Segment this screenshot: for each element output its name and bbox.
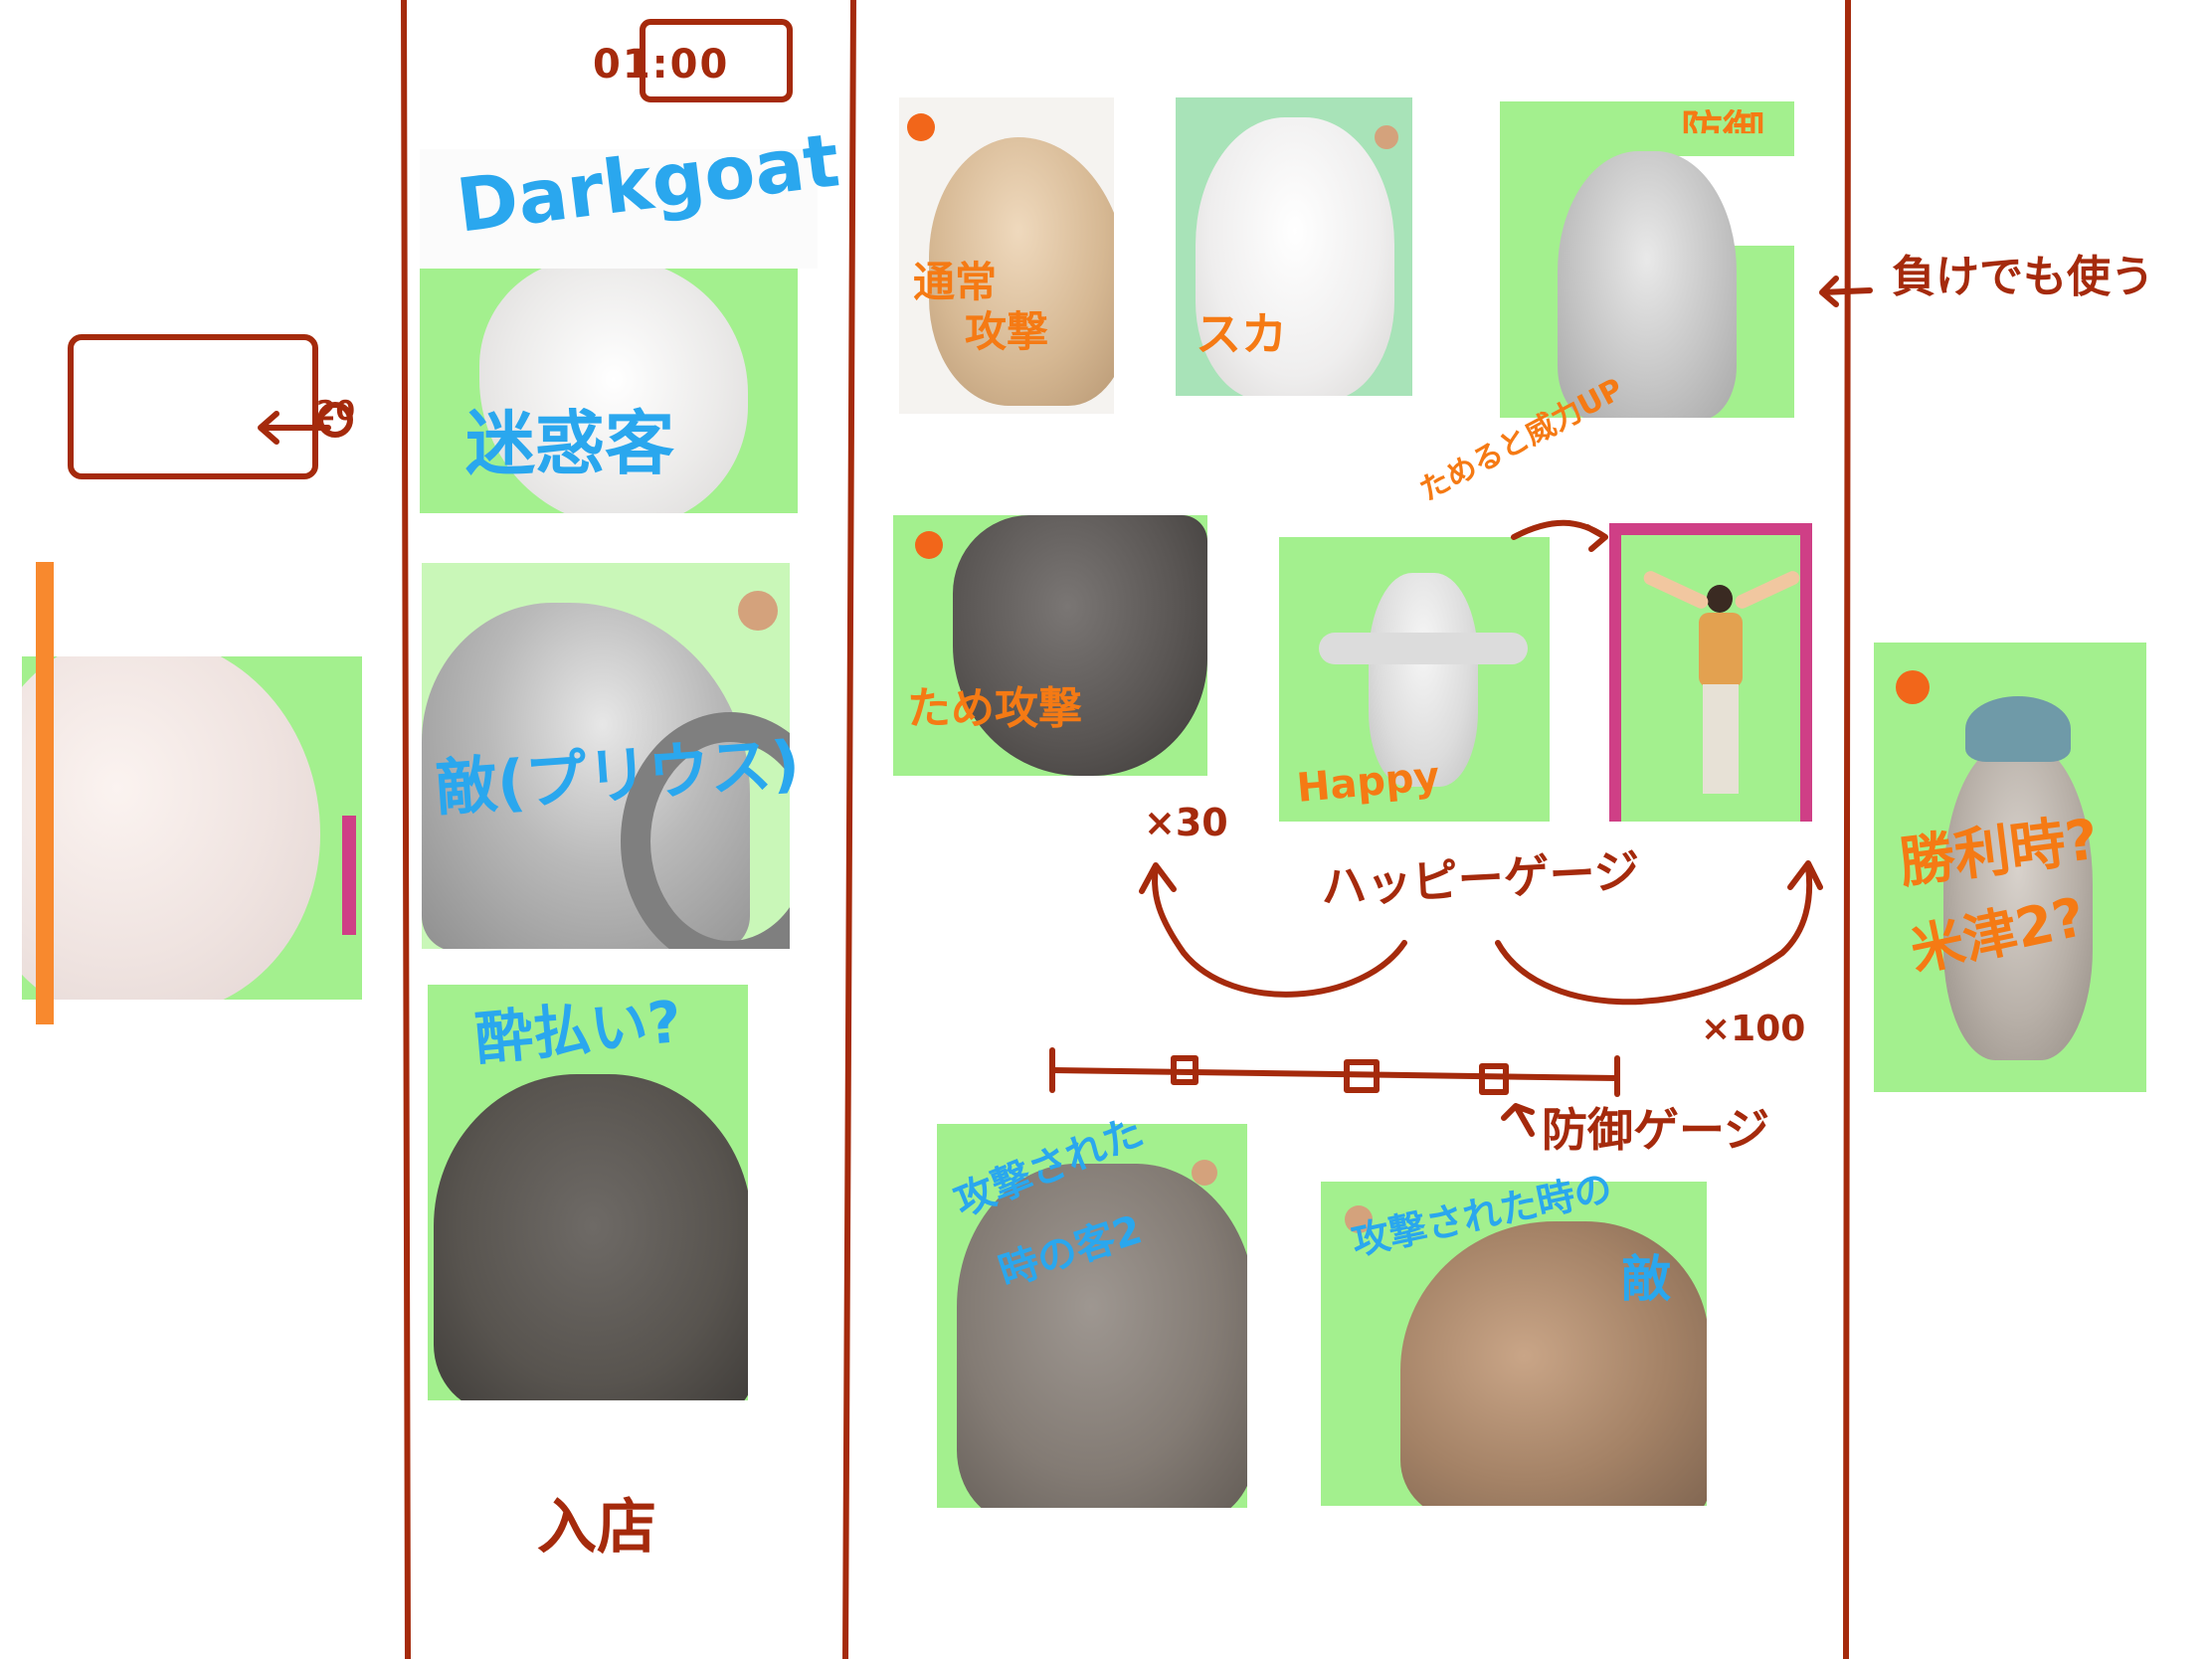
orange-dot [1896, 670, 1930, 704]
defense-gauge-line [1049, 1067, 1620, 1081]
action-card-miss [1176, 97, 1412, 396]
brown-dot [738, 591, 778, 631]
use-on-loss-note: 負けでも使う [1892, 252, 2154, 302]
brown-dot [1345, 1205, 1373, 1233]
multiplier-x30: ×30 [1144, 801, 1228, 844]
gauge-tick-1 [1171, 1055, 1198, 1085]
orange-bar [36, 562, 54, 1024]
tabby-cat-photo [1558, 151, 1737, 418]
defense-gauge-arrow [1501, 1103, 1535, 1137]
action-card-hit-customer-2 [937, 1124, 1247, 1508]
cat-with-hat-photo [1943, 742, 2093, 1060]
customer-card-darkgoat [420, 269, 798, 513]
pink-edge [342, 816, 356, 935]
enter-store-label: 入店 [537, 1493, 656, 1563]
box-arrow [258, 411, 331, 445]
person-body [1699, 613, 1743, 687]
brown-dot [1192, 1160, 1217, 1186]
use-on-loss-arrow [1819, 276, 1873, 307]
person-legs [1703, 684, 1739, 794]
normal-attack-label-2: 攻撃 [965, 307, 1049, 356]
action-card-charge-attack [893, 515, 1207, 776]
right-panel: 負けでも使う 勝利時? 米津2? [1850, 0, 2212, 1659]
action-card-defense [1500, 101, 1794, 418]
customer-column: Darkgoat 迷惑客 敵(プリウス) 酔払い? 入店 [398, 0, 855, 1659]
box-counter-text: 20 [316, 394, 355, 427]
cat-photo [929, 137, 1114, 406]
action-area: 通常 攻撃 スカ 防御 ため攻撃 Happy 攻撃された 時の客2 [855, 0, 1850, 1659]
divider-middle [842, 0, 856, 1659]
calico-cat-photo [1400, 1221, 1707, 1506]
defense-gauge-label: 防御ゲージ [1542, 1103, 1770, 1157]
nuisance-customer-label: 迷惑客 [465, 403, 674, 484]
tabby-cat-lying-photo [957, 1164, 1247, 1508]
white-strip [420, 149, 818, 269]
divider-right [1843, 0, 1851, 1659]
divider-left [401, 0, 411, 1659]
left-panel [0, 0, 398, 1659]
dancing-cat-photo [1369, 573, 1478, 787]
white-cat-photo [1196, 117, 1394, 396]
action-card-hit-enemy [1321, 1182, 1707, 1506]
empty-box-sketch [68, 334, 318, 479]
dark-cat-photo [434, 1074, 748, 1400]
cat-arms [1319, 633, 1528, 664]
orange-dot [915, 531, 943, 559]
person-head [1707, 585, 1733, 613]
miss-label: スカ [1196, 307, 1287, 361]
goat-photo [479, 269, 748, 513]
gauge-tick-3 [1479, 1063, 1509, 1095]
happy-arrow-left-head [1139, 862, 1177, 894]
special-card-person [1609, 523, 1812, 822]
multiplier-x100: ×100 [1701, 1009, 1806, 1049]
partial-customer-card [22, 656, 362, 1000]
cat-photo-closeup [22, 656, 320, 1000]
timer-badge-box [640, 19, 793, 102]
customer-card-prius [422, 563, 790, 949]
charge-attack-label: ため攻撃 [907, 683, 1082, 734]
victory-card [1874, 643, 2146, 1092]
happy-arrow-right [1495, 864, 1813, 1006]
black-cat-photo [953, 515, 1207, 776]
happy-arrow-left [1152, 864, 1407, 998]
counter-circle [317, 402, 353, 438]
action-card-normal-attack [899, 97, 1114, 414]
brown-dot [1375, 125, 1398, 149]
happy-arrow-right-head [1787, 860, 1823, 890]
normal-attack-label-1: 通常 [913, 258, 998, 306]
orange-dot [907, 113, 935, 141]
hit-enemy-label-2: 敵 [1621, 1250, 1671, 1308]
customer-card-drunk [428, 985, 748, 1400]
gauge-tick-2 [1344, 1059, 1380, 1093]
defense-label: 防御 [1681, 106, 1765, 155]
action-card-happy [1279, 537, 1550, 822]
timer-badge-text: 01:00 [593, 42, 730, 88]
cat-hat [1965, 696, 2071, 762]
power-up-arrow [1511, 519, 1608, 552]
